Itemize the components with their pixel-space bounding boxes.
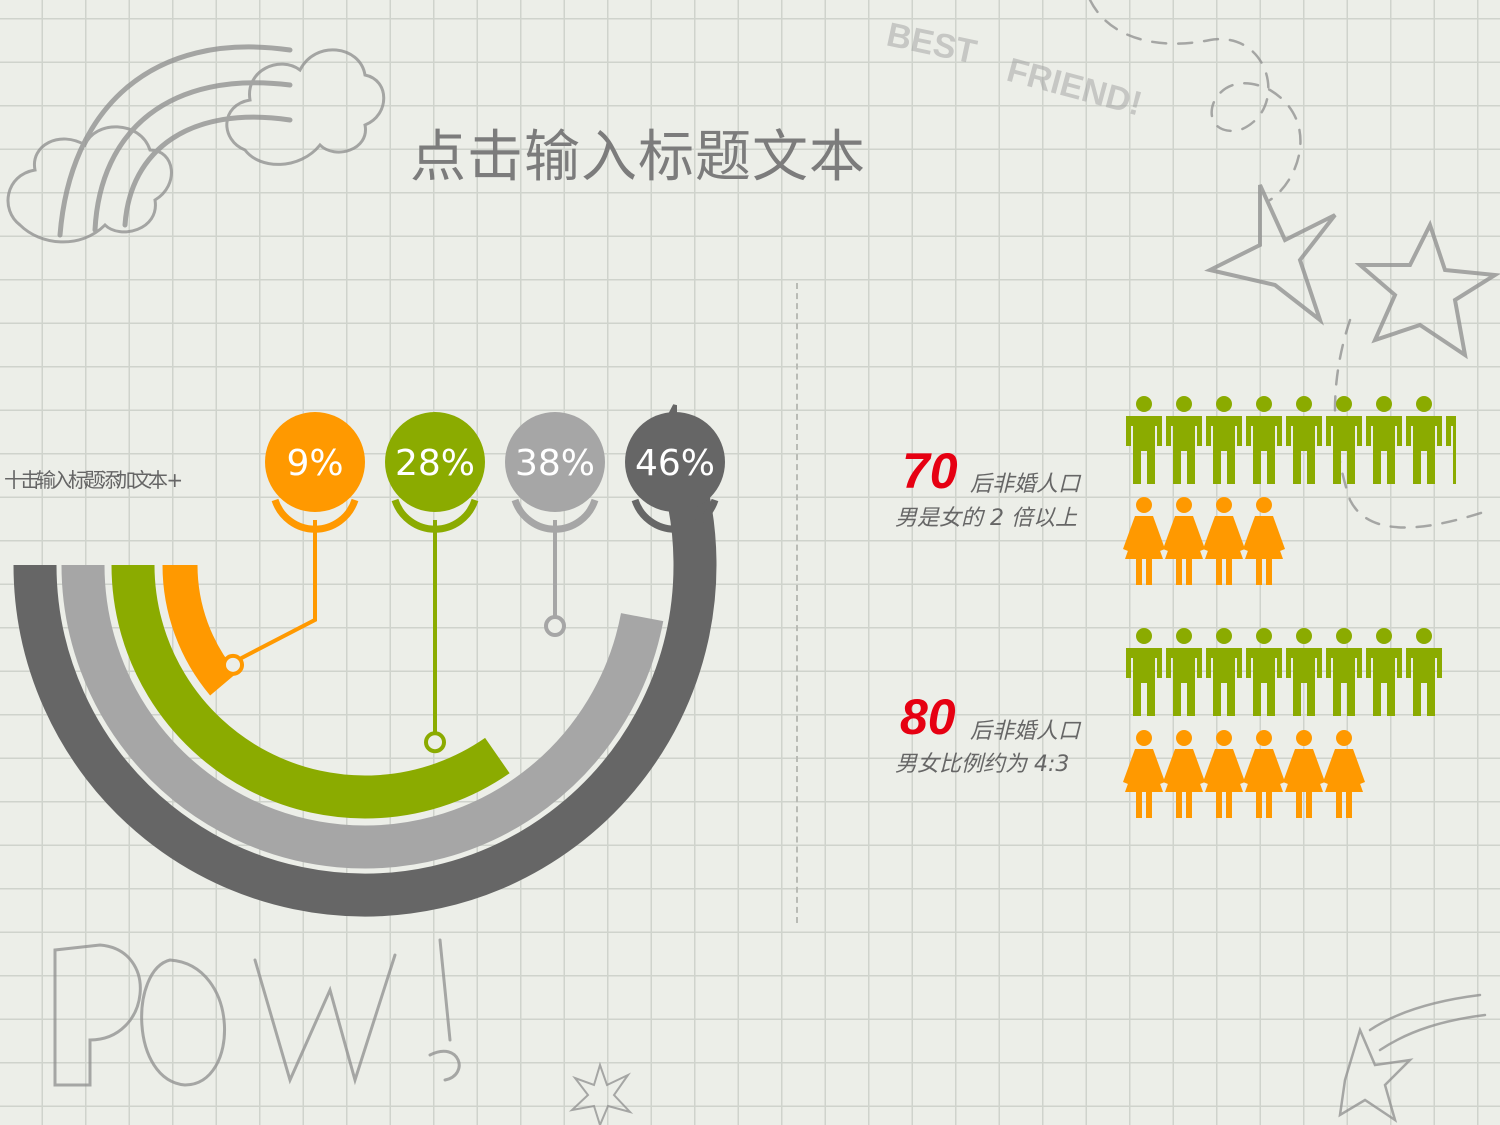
- cloud-left-doodle: [6, 125, 173, 244]
- male-icon-0-1: [1166, 396, 1202, 484]
- connector-dot-0: [222, 653, 245, 676]
- value-bubble-2: [505, 412, 605, 512]
- male-icon-0-3: [1246, 396, 1282, 484]
- male-icon-1-4: [1286, 628, 1322, 716]
- bubble-cup-0: [271, 498, 359, 533]
- rainbow-doodle: [57, 44, 293, 238]
- bubble-cup-2: [511, 498, 599, 533]
- female-icon-0-3: [1243, 497, 1285, 585]
- female-icon-1-0: [1123, 730, 1165, 818]
- value-label-0: 9%: [286, 443, 343, 484]
- connector-dot-1: [424, 731, 446, 754]
- dashed-swirl-doodle: [1088, 0, 1492, 529]
- male-icon-0-4: [1286, 396, 1322, 484]
- arc-bar-0: [162, 564, 238, 696]
- male-icon-0-0: [1126, 396, 1162, 484]
- male-icon-0-8: [1446, 416, 1456, 484]
- pow-doodle: [53, 938, 461, 1087]
- value-bubble-3: [625, 412, 725, 512]
- cloud-right-doodle: [225, 48, 386, 166]
- arc-bar-1: [111, 564, 510, 819]
- male-icon-1-1: [1166, 628, 1202, 716]
- side-label: 十击输入标题添加文本 +: [4, 468, 183, 492]
- group-80-note: 男女比例约为 4:3: [895, 752, 1070, 777]
- female-icon-1-5: [1323, 730, 1365, 818]
- group-70-text: 后非婚人口: [970, 472, 1081, 497]
- sparkle-doodle: [568, 1061, 634, 1125]
- male-icon-1-3: [1246, 628, 1282, 716]
- value-bubble-0: [265, 412, 365, 512]
- group-70-note: 男是女的 2 倍以上: [895, 506, 1077, 531]
- female-icon-1-4: [1283, 730, 1325, 818]
- group-70-number: 70: [902, 443, 958, 499]
- slide-title[interactable]: 点击输入标题文本: [410, 125, 866, 190]
- bubble-cup-3: [631, 498, 719, 533]
- male-icon-0-5: [1326, 396, 1362, 484]
- value-label-3: 46%: [635, 443, 715, 484]
- male-icon-0-7: [1406, 396, 1442, 484]
- female-icon-1-2: [1203, 730, 1245, 818]
- male-icon-1-2: [1206, 628, 1242, 716]
- star-doodle: [1204, 184, 1500, 360]
- connector-line-0: [237, 520, 317, 662]
- male-icon-0-6: [1366, 396, 1402, 484]
- arc-bar-2: [61, 564, 664, 869]
- male-icon-1-0: [1126, 628, 1162, 716]
- value-label-2: 38%: [515, 443, 595, 484]
- value-bubble-1: [385, 412, 485, 512]
- arc-bar-3: [13, 416, 717, 917]
- male-icon-1-6: [1366, 628, 1402, 716]
- female-icon-0-0: [1123, 497, 1165, 585]
- male-icon-1-7: [1406, 628, 1442, 716]
- male-icon-1-5: [1326, 628, 1362, 716]
- female-icon-1-3: [1243, 730, 1285, 818]
- female-icon-0-2: [1203, 497, 1245, 585]
- connector-dot-2: [544, 615, 566, 638]
- male-icon-0-2: [1206, 396, 1242, 484]
- shooting-star-doodle: [1338, 993, 1487, 1123]
- bubble-cup-1: [391, 498, 479, 533]
- group-80-number: 80: [900, 689, 956, 745]
- center-divider: [796, 283, 798, 923]
- group-80-text: 后非婚人口: [970, 719, 1081, 744]
- female-icon-0-1: [1163, 497, 1205, 585]
- female-icon-1-1: [1163, 730, 1205, 818]
- value-label-1: 28%: [395, 443, 475, 484]
